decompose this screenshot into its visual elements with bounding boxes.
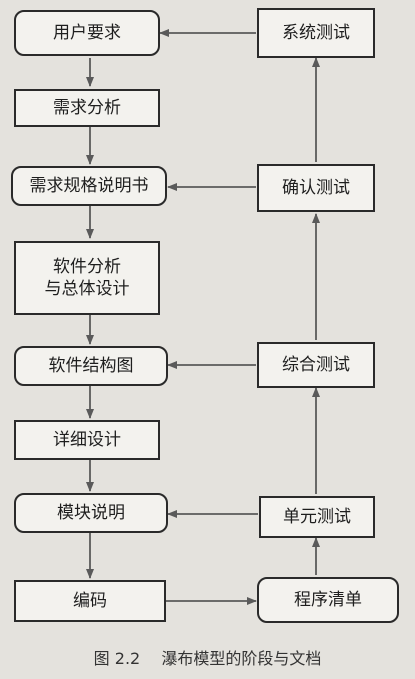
node-software-structure-chart: 软件结构图 (14, 346, 168, 386)
node-integration-test: 综合测试 (257, 342, 375, 388)
node-confirmation-test: 确认测试 (257, 164, 375, 212)
figure-title: 瀑布模型的阶段与文档 (161, 649, 322, 668)
node-system-test: 系统测试 (257, 8, 375, 58)
node-unit-test: 单元测试 (259, 496, 375, 538)
node-module-description: 模块说明 (14, 493, 168, 533)
node-software-analysis-design: 软件分析 与总体设计 (14, 241, 160, 315)
figure-number: 图 2.2 (93, 649, 141, 668)
node-requirements-analysis: 需求分析 (14, 89, 160, 127)
node-user-requirements: 用户要求 (14, 10, 160, 56)
node-requirements-spec: 需求规格说明书 (11, 166, 167, 206)
node-program-listing: 程序清单 (257, 577, 399, 623)
node-detailed-design: 详细设计 (14, 420, 160, 460)
figure-caption: 图 2.2 瀑布模型的阶段与文档 (0, 645, 415, 669)
node-coding: 编码 (14, 580, 166, 622)
